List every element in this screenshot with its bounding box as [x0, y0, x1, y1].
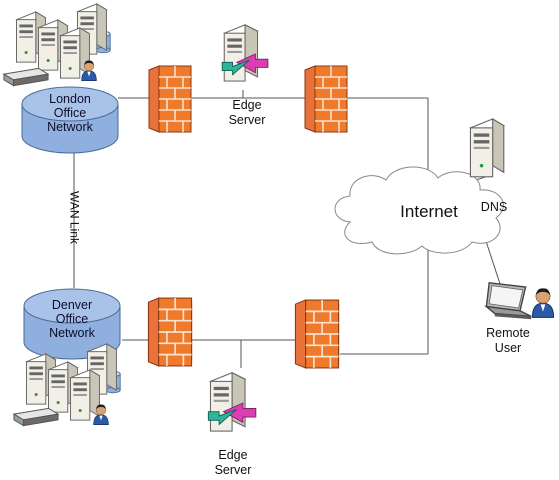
- server-rack-icon: [69, 369, 100, 421]
- remote-user-label-line1: Remote: [486, 326, 530, 340]
- london-label: London Office Network: [30, 92, 110, 134]
- router-icon: [3, 67, 49, 87]
- laptop-icon: [485, 282, 532, 320]
- firewall-top-right-icon: [304, 65, 348, 133]
- london-office-network-icon: [21, 86, 119, 154]
- denver-label-line1: Denver: [51, 298, 93, 312]
- london-label-line3: Network: [47, 120, 93, 134]
- firewall-london-icon: [148, 65, 192, 133]
- denver-office-network-icon: [23, 288, 121, 360]
- wan-link-label: WAN Link: [67, 191, 82, 244]
- internet-cloud: [334, 166, 504, 255]
- denver-label-line2: Office: [55, 312, 89, 326]
- remote-user-label: Remote User: [478, 326, 538, 356]
- edge-server-top-label-line2: Server: [228, 113, 266, 127]
- edge-server-bottom-label: Edge Server: [198, 448, 268, 478]
- firewall-bottom-right-icon: [294, 299, 340, 369]
- denver-label-line3: Network: [49, 326, 95, 340]
- dns-label: DNS: [480, 200, 508, 214]
- edge-server-bottom-icon: [207, 372, 257, 432]
- denver-label: Denver Office Network: [32, 298, 112, 340]
- remote-user-label-line2: User: [494, 341, 522, 355]
- user-icon: [531, 287, 555, 319]
- firewall-denver-icon: [147, 297, 193, 367]
- london-label-line2: Office: [53, 106, 87, 120]
- london-server-cluster: [3, 3, 111, 87]
- dns-server-icon: [469, 118, 505, 178]
- server-rack-icon: [59, 27, 90, 79]
- line-cloud-to-remote-user: [484, 237, 503, 291]
- edge-server-bottom-label-line1: Edge: [218, 448, 248, 462]
- edge-server-top-icon: [221, 24, 269, 82]
- edge-server-bottom-label-line2: Server: [214, 463, 252, 477]
- internet-label: Internet: [400, 202, 458, 221]
- edge-server-top-label-line1: Edge: [232, 98, 262, 112]
- london-label-line1: London: [49, 92, 91, 106]
- edge-server-top-label: Edge Server: [212, 98, 282, 128]
- router-icon: [13, 407, 59, 427]
